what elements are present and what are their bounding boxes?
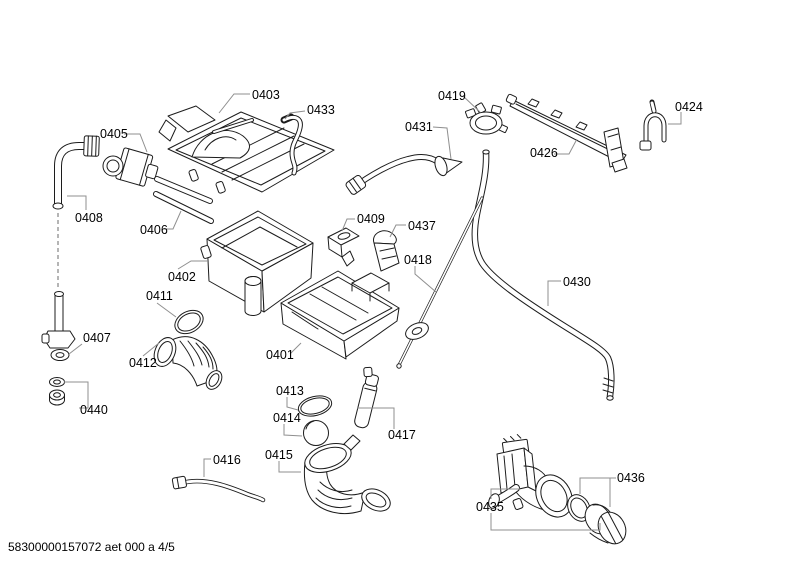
leader-lines (64, 93, 682, 531)
label-0414: 0414 (273, 411, 301, 425)
label-0436: 0436 (617, 471, 645, 485)
part-0430-drain-hose (471, 149, 615, 401)
label-0431: 0431 (405, 120, 433, 134)
label-0403: 0403 (252, 88, 280, 102)
part-0417-stick (354, 366, 379, 429)
label-0426: 0426 (530, 146, 558, 160)
label-0440: 0440 (80, 403, 108, 417)
part-0418-rod (396, 196, 484, 369)
label-0417: 0417 (388, 428, 416, 442)
part-0424-hook (639, 99, 667, 151)
label-0407: 0407 (83, 331, 111, 345)
part-0436-seal-and-cap (567, 494, 627, 545)
label-0413: 0413 (276, 384, 304, 398)
part-0402-dispenser-housing (200, 210, 314, 316)
label-0415: 0415 (265, 448, 293, 462)
part-0408-inlet-hose (52, 135, 100, 287)
label-0405: 0405 (100, 127, 128, 141)
label-0416: 0416 (213, 453, 241, 467)
label-0424: 0424 (675, 100, 703, 114)
label-0402: 0402 (168, 270, 196, 284)
part-0409-bracket (327, 227, 360, 267)
label-0412: 0412 (129, 356, 157, 370)
label-0409: 0409 (357, 212, 385, 226)
part-0412-hose (153, 336, 223, 390)
label-0406: 0406 (140, 223, 168, 237)
label-0433: 0433 (307, 103, 335, 117)
part-0401-drawer (280, 270, 400, 360)
part-0419-clamp (464, 102, 508, 135)
part-0406-tubes (153, 176, 214, 224)
part-0426-rail (505, 93, 628, 173)
part-0433-hose (280, 113, 303, 176)
part-0414-ball (303, 420, 329, 446)
part-0411-ring (174, 309, 204, 335)
label-0430: 0430 (563, 275, 591, 289)
part-0405-valve (102, 147, 159, 187)
label-0437: 0437 (408, 219, 436, 233)
part-0440-washers (49, 377, 65, 406)
part-0413-ring (297, 395, 333, 417)
label-0435: 0435 (476, 500, 504, 514)
part-labels: 0403 0433 0419 0424 0426 0431 0405 0408 … (75, 88, 703, 514)
label-0418: 0418 (404, 253, 432, 267)
label-0419: 0419 (438, 89, 466, 103)
label-0411: 0411 (146, 289, 173, 303)
label-0401: 0401 (266, 348, 294, 362)
part-0407-standpipe (41, 291, 76, 361)
part-0437-clip (373, 230, 400, 272)
part-0431-fill-hose (345, 153, 463, 195)
part-0403-top-frame (158, 105, 335, 194)
document-code: 58300000157072 aet 000 a 4/5 (8, 540, 175, 554)
part-0416-hose (171, 475, 266, 503)
label-0408: 0408 (75, 211, 103, 225)
part-0415-sump-elbow (303, 434, 391, 514)
